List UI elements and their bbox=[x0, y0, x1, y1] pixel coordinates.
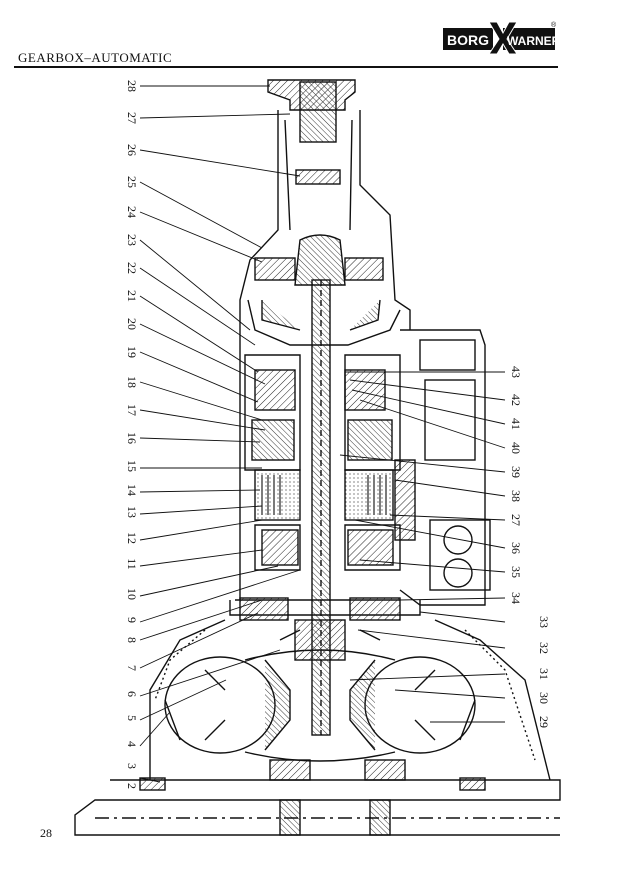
callout-33: 33 bbox=[537, 616, 551, 628]
page-number: 28 bbox=[40, 826, 52, 840]
logo-text-warner: WARNER bbox=[507, 34, 557, 48]
callout-40: 40 bbox=[509, 442, 523, 454]
callout-12: 12 bbox=[125, 532, 139, 544]
callout-36: 36 bbox=[509, 542, 523, 554]
callout-27-right: 27 bbox=[509, 514, 523, 526]
callout-29: 29 bbox=[537, 716, 551, 728]
callout-39: 39 bbox=[509, 466, 523, 478]
header-rule bbox=[14, 66, 558, 68]
logo-registered-mark: ® bbox=[551, 21, 557, 29]
borg-warner-logo: BORG WARNER ® bbox=[443, 21, 557, 55]
callout-19: 19 bbox=[125, 346, 139, 358]
callout-42: 42 bbox=[509, 394, 523, 406]
callout-41: 41 bbox=[509, 418, 523, 430]
callout-7: 7 bbox=[125, 665, 139, 671]
callout-35: 35 bbox=[509, 566, 523, 578]
callout-6: 6 bbox=[125, 691, 139, 697]
callout-15: 15 bbox=[125, 460, 139, 472]
callout-11: 11 bbox=[125, 558, 139, 570]
callout-43: 43 bbox=[509, 366, 523, 378]
callout-10: 10 bbox=[125, 588, 139, 600]
callout-8: 8 bbox=[125, 637, 139, 643]
callout-3: 3 bbox=[125, 763, 139, 769]
callout-5: 5 bbox=[125, 715, 139, 721]
callout-23: 23 bbox=[125, 234, 139, 246]
callout-14: 14 bbox=[125, 484, 139, 496]
callout-32: 32 bbox=[537, 642, 551, 654]
callout-28: 28 bbox=[125, 80, 139, 92]
callout-31: 31 bbox=[537, 668, 551, 680]
logo-text-borg: BORG bbox=[447, 32, 489, 48]
callout-2: 2 bbox=[125, 783, 139, 789]
callout-24: 24 bbox=[125, 206, 139, 218]
callout-4: 4 bbox=[125, 741, 139, 747]
callout-18: 18 bbox=[125, 376, 139, 388]
callout-21: 21 bbox=[125, 290, 139, 302]
callout-22: 22 bbox=[125, 262, 139, 274]
callout-25: 25 bbox=[125, 176, 139, 188]
callout-17: 17 bbox=[125, 404, 139, 416]
callout-34: 34 bbox=[509, 592, 523, 604]
callout-9: 9 bbox=[125, 617, 139, 623]
callout-30: 30 bbox=[537, 692, 551, 704]
callout-13: 13 bbox=[125, 506, 139, 518]
callout-16: 16 bbox=[125, 432, 139, 444]
callout-27: 27 bbox=[125, 112, 139, 124]
callout-26: 26 bbox=[125, 144, 139, 156]
callout-20: 20 bbox=[125, 318, 139, 330]
page-header-title: GEARBOX–AUTOMATIC bbox=[18, 50, 173, 65]
callout-38: 38 bbox=[509, 490, 523, 502]
